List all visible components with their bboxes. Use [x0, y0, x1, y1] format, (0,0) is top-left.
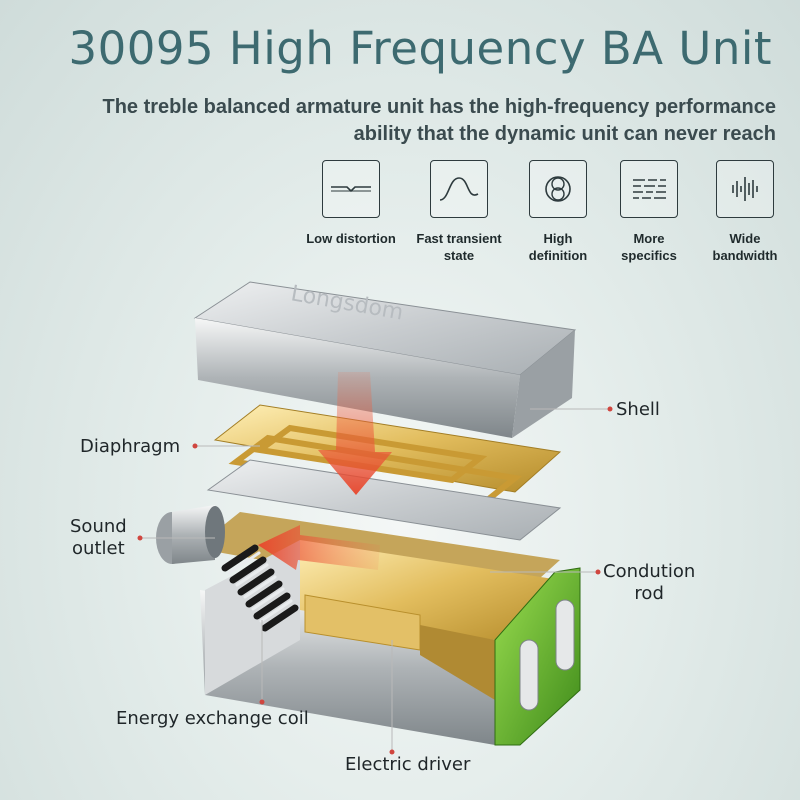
feature-label: High [543, 231, 573, 246]
feature-more-specifics: More specifics [594, 160, 704, 264]
sound-flow-arrow-down [318, 372, 392, 495]
feature-label: More [633, 231, 665, 246]
label-electric-driver: Electric driver [345, 754, 471, 775]
label-energy-coil: Energy exchange coil [116, 708, 309, 729]
feature-label-2: specifics [621, 248, 677, 263]
label-condution-rod: Condution rod [603, 561, 695, 605]
feature-row: Low distortion Fast transient state High… [0, 160, 800, 270]
subtitle-line-2: ability that the dynamic unit can never … [353, 123, 776, 145]
feature-label-2: definition [528, 248, 588, 263]
more-specifics-icon [620, 160, 678, 218]
feature-fast-transient: Fast transient state [404, 160, 514, 264]
fast-transient-icon [430, 160, 488, 218]
feature-label: Low distortion [306, 231, 396, 246]
subtitle-line-1: The treble balanced armature unit has th… [102, 96, 777, 118]
feature-label-2: state [443, 248, 475, 263]
label-condution-rod-line1: Condution [603, 561, 696, 582]
feature-wide-bandwidth: Wide bandwidth [690, 160, 800, 264]
feature-label: Fast transient [416, 231, 502, 246]
feature-low-distortion: Low distortion [296, 160, 406, 247]
wide-bandwidth-icon [716, 160, 774, 218]
label-sound-outlet: Sound outlet [70, 516, 127, 560]
feature-label-2: bandwidth [712, 248, 778, 263]
ba-unit-illustration: Longsdom [137, 281, 613, 755]
sound-flow-arrow-left [258, 525, 380, 570]
page-title: 30095 High Frequency BA Unit [68, 22, 772, 75]
page-subtitle: The treble balanced armature unit has th… [36, 94, 777, 148]
label-condution-rod-line2: rod [634, 583, 664, 604]
low-distortion-icon [322, 160, 380, 218]
label-diaphragm: Diaphragm [80, 436, 181, 457]
high-definition-icon [529, 160, 587, 218]
label-sound-outlet-line2: outlet [72, 538, 125, 559]
label-shell: Shell [616, 399, 660, 420]
label-sound-outlet-line1: Sound [70, 516, 127, 537]
coil-windings [221, 544, 299, 632]
feature-label: Wide [729, 231, 761, 246]
armature-plate [206, 459, 562, 541]
feature-high-definition: High definition [503, 160, 613, 264]
